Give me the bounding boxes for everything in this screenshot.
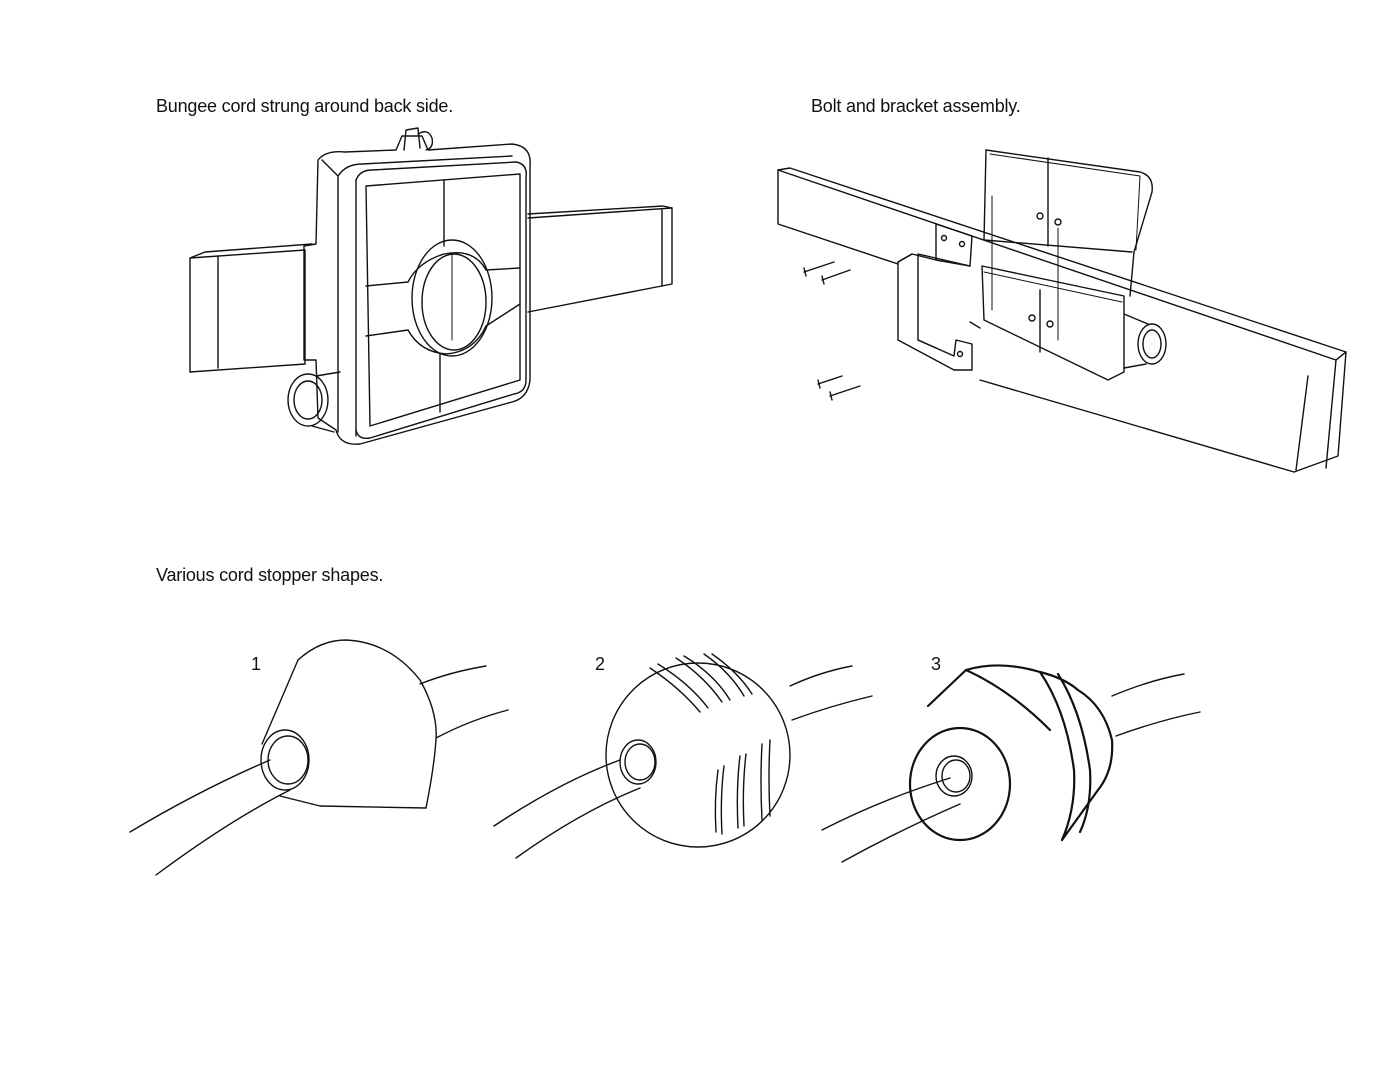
stopper-label-3: 3 <box>931 654 942 674</box>
stopper-cone <box>129 639 509 876</box>
caption-stoppers: Various cord stopper shapes. <box>156 565 384 585</box>
long-beam <box>777 167 1347 473</box>
right-beam <box>527 205 673 313</box>
bungee-illustration <box>189 127 673 445</box>
stopper-sphere <box>493 653 873 859</box>
upper-block <box>983 149 1153 341</box>
left-beam-stub <box>189 243 313 373</box>
bolts <box>803 261 861 401</box>
bolt-illustration <box>777 149 1347 473</box>
caption-bolt: Bolt and bracket assembly. <box>811 96 1021 116</box>
stopper-truncated-cone <box>821 664 1201 863</box>
bracket <box>897 223 973 371</box>
stopper-label-1: 1 <box>251 654 262 674</box>
lower-block <box>981 265 1167 381</box>
stopper-housing <box>287 127 531 445</box>
stopper-label-2: 2 <box>595 654 606 674</box>
caption-bungee: Bungee cord strung around back side. <box>156 96 453 116</box>
